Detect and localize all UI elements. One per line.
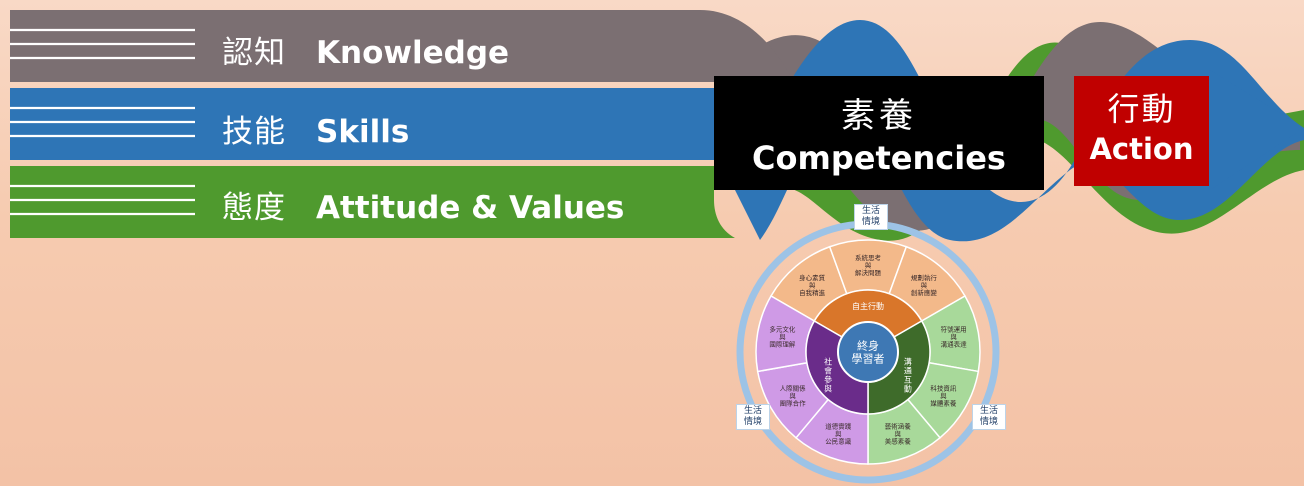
center-circle: [837, 321, 899, 383]
band-lines: [10, 28, 195, 216]
competencies-zh: 素養: [841, 96, 917, 136]
domain-label: 社會參與: [824, 356, 832, 393]
competency-item-label: 藝術涵養與美感素養: [885, 422, 912, 446]
arrow-head-blue: [1210, 70, 1304, 190]
competencies-en: Competencies: [752, 139, 1006, 177]
competency-item-label: 身心素質與自我精進: [799, 273, 826, 297]
band-attitude: [10, 166, 735, 238]
life-context-top: 生活 情境: [854, 204, 888, 230]
domain-label: 溝通互動: [904, 356, 912, 393]
competency-item-label: 人際關係與團隊合作: [780, 383, 807, 407]
competency-item-label: 科技資訊與媒體素養: [930, 383, 957, 407]
competency-item-label: 系統思考與解決問題: [855, 253, 882, 277]
action-en: Action: [1089, 132, 1194, 166]
action-box: 行動 Action: [1074, 76, 1209, 186]
life-context-right: 生活 情境: [972, 404, 1006, 430]
center-label: 終身學習者: [852, 338, 885, 365]
life-context-left: 生活 情境: [736, 404, 770, 430]
input-bands: [10, 10, 790, 238]
competency-item-label: 規劃執行與創新應變: [911, 273, 938, 297]
competency-item-label: 多元文化與國際理解: [769, 325, 796, 349]
competency-item-label: 符號運用與溝通表達: [941, 325, 968, 349]
band-skills: [10, 88, 714, 160]
competency-item-label: 道德實踐與公民意識: [825, 422, 852, 446]
action-zh: 行動: [1107, 90, 1176, 128]
band-knowledge: [10, 10, 790, 82]
competencies-box: 素養 Competencies: [714, 76, 1044, 190]
domain-label: 自主行動: [852, 301, 884, 311]
core-competency-wheel: 身心素質與自我精進 系統思考與解決問題規劃執行與創新應變自主行動符號運用與溝通表達…: [736, 220, 1000, 484]
